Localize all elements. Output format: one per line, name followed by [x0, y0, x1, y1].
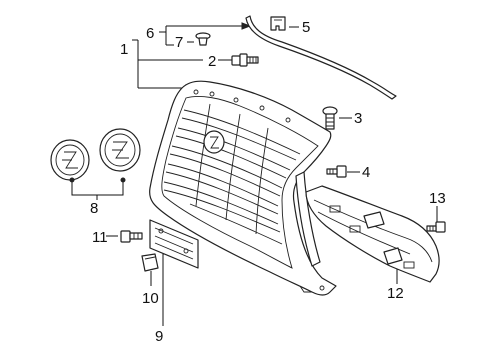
molding-part-6	[245, 15, 397, 100]
callout-1: 1	[120, 41, 128, 58]
callout-13: 13	[429, 190, 446, 207]
clip-part-5	[270, 16, 286, 31]
callout-4: 4	[362, 164, 370, 181]
callout-9: 9	[155, 328, 163, 345]
emblem-part-8-left	[50, 139, 90, 183]
grille-part-1	[149, 80, 337, 296]
callout-11: 11	[92, 229, 108, 246]
callout-5: 5	[302, 19, 310, 36]
bracket-part-9	[149, 219, 199, 269]
pin-clip-part-7	[195, 32, 211, 46]
callout-6: 6	[146, 25, 154, 42]
emblem-part-8-right	[99, 128, 141, 183]
clip-part-10	[141, 253, 159, 272]
bolt-part-3	[322, 106, 338, 130]
retainer-part-12	[305, 185, 440, 283]
callout-8: 8	[90, 200, 98, 217]
callout-2: 2	[208, 53, 216, 70]
callout-12: 12	[387, 285, 404, 302]
screw-part-11	[120, 230, 143, 243]
bolt-part-13	[426, 221, 446, 233]
screw-part-2	[231, 53, 259, 67]
callout-7: 7	[175, 34, 183, 51]
callout-10: 10	[142, 290, 159, 307]
screw-part-4	[326, 165, 347, 178]
callout-3: 3	[354, 110, 362, 127]
